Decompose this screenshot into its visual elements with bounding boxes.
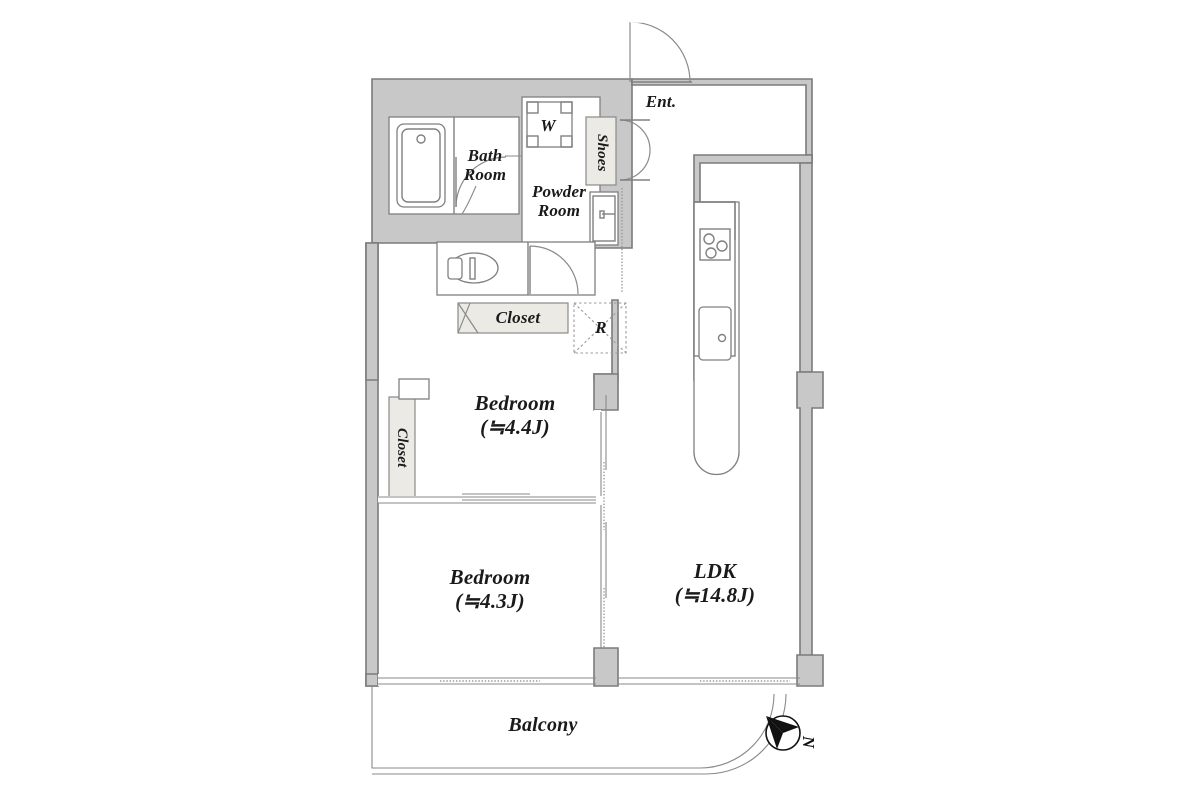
shoes-label: Shoes	[593, 134, 610, 172]
bedroom2-label: Bedroom (≒4.3J)	[415, 565, 565, 613]
leader-lines	[461, 155, 522, 215]
ldk-right-wall	[796, 162, 824, 687]
bedroom1-area: (≒4.4J)	[480, 414, 550, 439]
closet-left	[388, 378, 470, 498]
entrance-area	[585, 21, 692, 186]
compass-north-label: N	[799, 735, 819, 749]
bedroom1-name: Bedroom	[474, 391, 556, 415]
refrigerator-space	[573, 302, 627, 354]
powder-room-label: Powder Room	[531, 182, 587, 221]
bathroom	[388, 116, 520, 215]
closet-left-label: Closet	[393, 428, 410, 468]
balcony	[371, 677, 800, 775]
entrance-label: Ent.	[645, 92, 677, 111]
bathroom-label: Bath Room	[463, 146, 507, 185]
ldk-name: LDK	[693, 559, 737, 583]
ldk-area: (≒14.8J)	[674, 582, 756, 607]
ldk-label: LDK (≒14.8J)	[640, 559, 790, 607]
bedroom2-name: Bedroom	[449, 565, 531, 589]
kitchen	[693, 201, 740, 476]
bedroom-divider	[378, 493, 596, 504]
bedroom2-area: (≒4.3J)	[455, 588, 525, 613]
closet-upper-label: Closet	[495, 308, 541, 327]
interior-walls	[593, 299, 619, 687]
ldk-sliding-doors	[600, 395, 607, 648]
balcony-label: Balcony	[508, 714, 578, 736]
bedroom1-label: Bedroom (≒4.4J)	[440, 391, 590, 439]
refrigerator-label: R	[595, 318, 607, 337]
compass-rose	[765, 715, 801, 751]
toilet-room	[436, 241, 596, 296]
closet-upper	[457, 302, 569, 334]
washer-label: W	[540, 116, 556, 135]
